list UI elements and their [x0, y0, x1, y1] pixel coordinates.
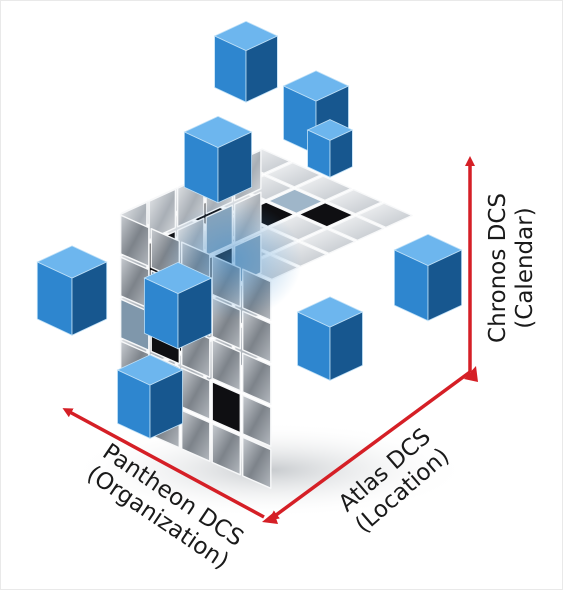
atlas-arrow	[268, 370, 472, 521]
right-face-cubelet	[241, 310, 272, 363]
top-face-cubelet	[357, 202, 413, 229]
blue-cube-lower-left	[116, 354, 184, 440]
right-face-cubelet	[211, 423, 242, 476]
big-cube	[36, 20, 463, 489]
chronos-axis-title: Chronos DCS	[485, 193, 511, 343]
blue-cube-floating-left	[36, 245, 108, 336]
right-face-cubelet	[241, 394, 272, 447]
top-face-cubelet	[326, 188, 383, 215]
blue-cube-face	[177, 277, 213, 350]
blue-cube-face	[329, 311, 363, 382]
right-face-cubelet	[119, 214, 150, 267]
blue-cube-left-face	[143, 261, 213, 350]
atlas-arrow-tail-head	[262, 512, 278, 524]
blue-cube-face	[427, 249, 463, 322]
chronos-axis-label: Chronos DCS (Calendar)	[485, 193, 539, 343]
right-face-cubelet	[119, 298, 150, 351]
right-face-cubelet	[241, 352, 272, 405]
blue-cube-face	[71, 261, 108, 336]
blue-cube-face	[245, 35, 278, 103]
blue-cube-right-face	[296, 296, 364, 382]
right-face-cubelet	[180, 409, 211, 462]
blue-cube-top-face	[183, 115, 253, 204]
top-face-cubelet	[328, 215, 385, 242]
axis-arrows	[62, 156, 478, 524]
top-face-gap	[298, 201, 354, 228]
top-face-cubelet	[296, 175, 352, 202]
top-face-cubelet	[300, 228, 356, 255]
blue-cube-behind	[306, 119, 354, 178]
right-face-gap	[211, 381, 242, 434]
blue-cube-floating-top	[213, 20, 279, 103]
top-face-cubelet	[267, 188, 324, 215]
pantheon-arrow	[62, 408, 265, 519]
blue-cube-face	[149, 369, 183, 440]
blue-cube-face	[217, 131, 253, 204]
right-face-cubelet	[211, 339, 242, 392]
right-face-cubelet	[241, 436, 272, 489]
atlas-arrow-start-head	[464, 366, 478, 382]
blue-cube-face	[329, 129, 353, 178]
blue-cube-floating-right	[393, 233, 463, 322]
chronos-axis-subtitle: (Calendar)	[512, 207, 538, 329]
top-face-cubelet	[265, 161, 322, 188]
